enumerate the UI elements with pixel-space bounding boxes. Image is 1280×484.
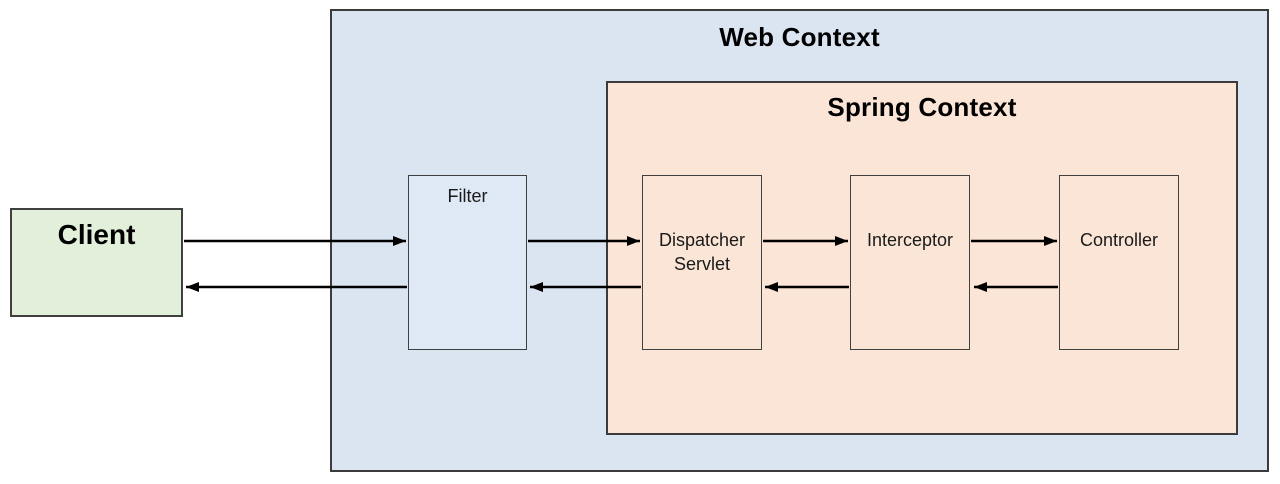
interceptor-node: Interceptor <box>850 175 970 350</box>
dispatcher-servlet-node-label: Dispatcher Servlet <box>658 230 746 274</box>
dispatcher-servlet-node: Dispatcher Servlet <box>642 175 762 350</box>
controller-node-label: Controller <box>1079 230 1159 250</box>
client-node-label: Client <box>57 219 136 250</box>
web-context-title: Web Context <box>719 22 880 52</box>
filter-node: Filter <box>408 175 527 350</box>
interceptor-node-label: Interceptor <box>866 230 954 250</box>
controller-node: Controller <box>1059 175 1179 350</box>
filter-node-label: Filter <box>447 186 488 206</box>
spring-context-title: Spring Context <box>827 92 1017 122</box>
client-node: Client <box>10 208 183 317</box>
